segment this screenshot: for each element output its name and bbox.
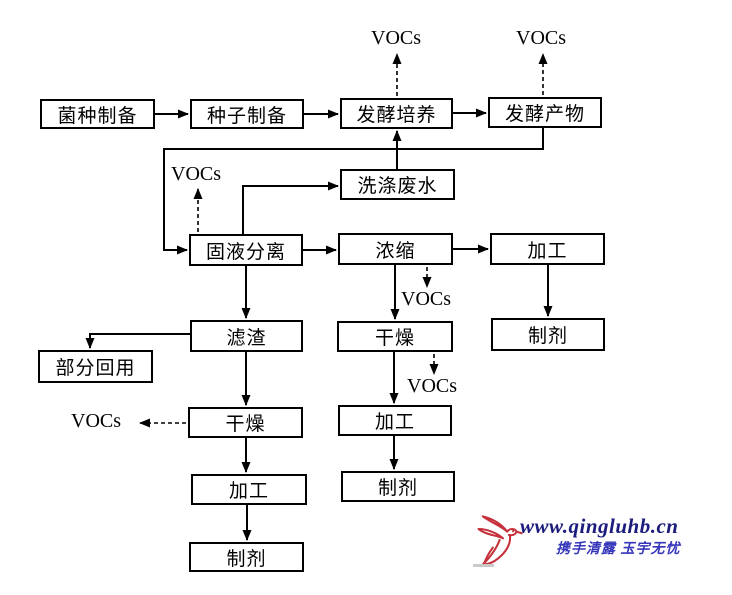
connector-separation-to-wastewater: [242, 181, 339, 234]
box-formulation-right: 制剂: [491, 318, 605, 351]
watermark-slogan: 携手清露 玉宇无忧: [556, 542, 681, 557]
box-fermentation-product: 发酵产物: [488, 97, 602, 128]
box-fermentation-culture: 发酵培养: [340, 98, 453, 129]
label-vocs-above-fermentation-product: VOCs: [516, 27, 567, 49]
label-vocs-above-solid-liquid-separation: VOCs: [171, 163, 222, 185]
box-washing-wastewater: 洗涤废水: [340, 169, 455, 200]
label-vocs-left-of-drying-left: VOCs: [71, 410, 122, 432]
box-strain-preparation: 菌种制备: [40, 99, 155, 129]
label-vocs-above-fermentation-culture: VOCs: [371, 27, 422, 49]
site-watermark: www.qingluhb.cn 携手清露 玉宇无忧: [470, 505, 720, 580]
box-processing-left: 加工: [191, 474, 307, 505]
box-filter-residue: 滤渣: [190, 320, 303, 352]
label-vocs-below-concentration: VOCs: [401, 288, 452, 310]
box-processing-right: 加工: [490, 233, 605, 265]
label-vocs-below-drying-middle: VOCs: [407, 375, 458, 397]
box-concentration: 浓缩: [338, 233, 453, 265]
box-partial-reuse: 部分回用: [38, 350, 153, 383]
watermark-url: www.qingluhb.cn: [520, 514, 679, 538]
swallow-logo-icon: [477, 515, 523, 566]
box-drying-middle: 干燥: [337, 321, 453, 352]
box-seed-preparation: 种子制备: [190, 99, 304, 129]
illegible-fine-print: [473, 564, 494, 567]
box-formulation-middle: 制剂: [341, 471, 455, 502]
box-drying-left: 干燥: [188, 407, 303, 438]
box-solid-liquid-separation: 固液分离: [189, 234, 303, 266]
box-processing-middle: 加工: [338, 405, 452, 436]
connector-residue-to-partial-reuse: [85, 333, 190, 349]
box-formulation-left: 制剂: [189, 542, 304, 572]
connector-product-to-separation: [163, 128, 544, 255]
